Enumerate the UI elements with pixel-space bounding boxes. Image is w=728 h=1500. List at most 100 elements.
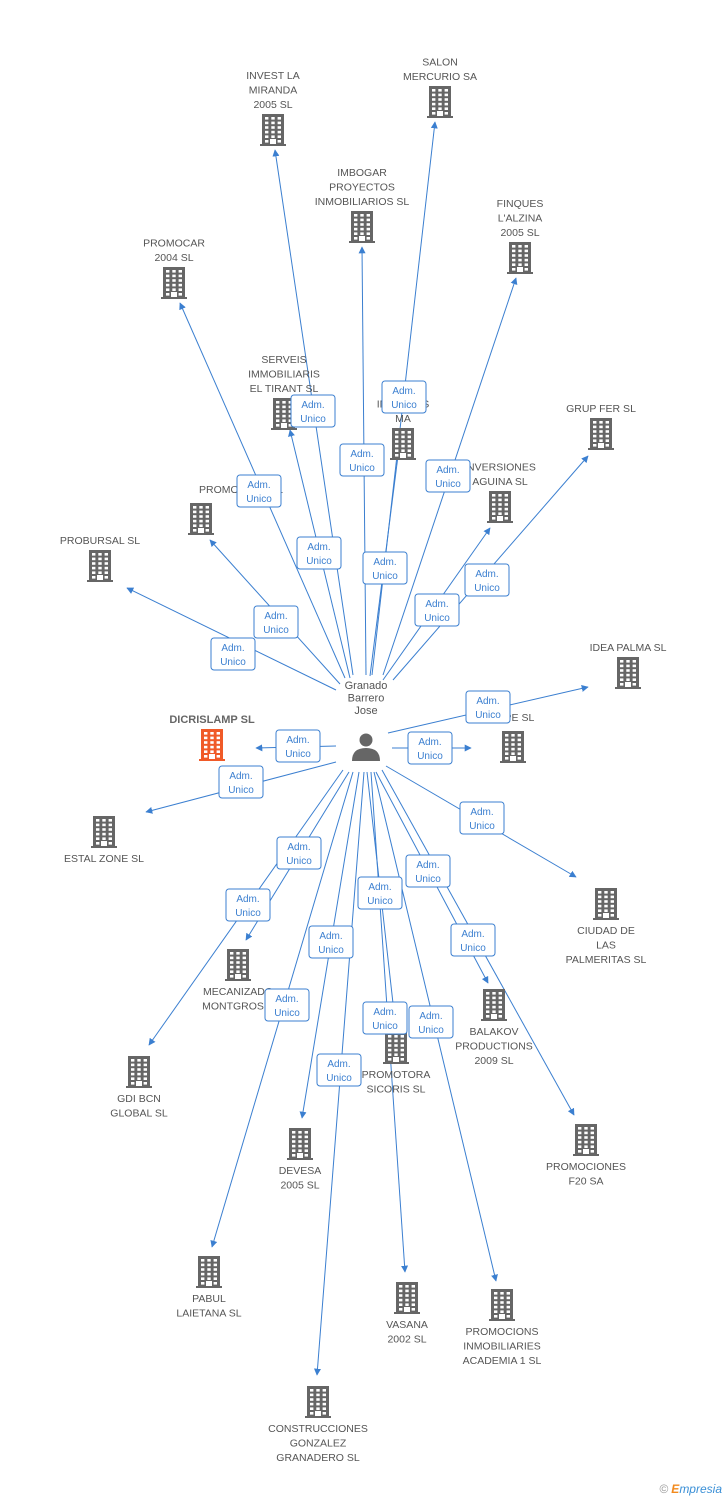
building-icon[interactable] <box>199 729 225 761</box>
role-badge-estal[interactable]: Adm.Unico <box>218 765 264 799</box>
badge-label: Unico <box>391 400 417 411</box>
role-badge-lepe[interactable]: Adm.Unico <box>407 731 453 765</box>
badge-label: Unico <box>475 710 501 721</box>
building-icon[interactable] <box>427 86 453 118</box>
badge-label: Unico <box>318 945 344 956</box>
building-icon[interactable] <box>225 949 251 981</box>
building-icon[interactable] <box>615 657 641 689</box>
role-badge-probursal[interactable]: Adm.Unico <box>210 637 256 671</box>
company-node-inversiones[interactable]: INVERSIONES AGUINA SL <box>464 462 536 524</box>
role-badge-vasana[interactable]: Adm.Unico <box>362 1001 408 1035</box>
building-icon[interactable] <box>349 211 375 243</box>
company-label-line: MECANIZADO <box>203 986 273 998</box>
role-badge-salon[interactable]: Adm. Unico <box>381 380 427 414</box>
person-icon[interactable] <box>352 733 380 762</box>
building-icon[interactable] <box>394 1282 420 1314</box>
building-icon[interactable] <box>573 1124 599 1156</box>
building-icon[interactable] <box>487 491 513 523</box>
badge-label: Adm. <box>264 611 287 622</box>
company-label-line: BALAKOV <box>469 1026 518 1038</box>
role-badge-serveis[interactable]: Adm.Unico <box>296 536 342 570</box>
company-label-line: LAIETANA SL <box>176 1308 241 1320</box>
badge-label: Unico <box>246 494 272 505</box>
role-badge-balakov[interactable]: Adm.Unico <box>450 923 496 957</box>
building-icon[interactable] <box>126 1056 152 1088</box>
building-icon[interactable] <box>188 503 214 535</box>
badge-label: Adm. <box>350 449 373 460</box>
building-icon[interactable] <box>271 398 297 430</box>
building-icon[interactable] <box>91 816 117 848</box>
role-badge-academia[interactable]: Adm.Unico <box>408 1005 454 1039</box>
role-badge-promobloc[interactable]: Adm.Unico <box>253 605 299 639</box>
company-node-grupfer[interactable]: GRUP FER SL <box>566 403 636 450</box>
badge-label: Unico <box>415 874 441 885</box>
role-badge-palmeritas[interactable]: Adm. Unico <box>459 801 505 835</box>
badge-label: Adm. <box>470 807 493 818</box>
role-badge-mecanizados[interactable]: Adm.Unico <box>225 888 271 922</box>
role-badge-invest[interactable]: Adm.Unico <box>290 394 336 428</box>
building-icon[interactable] <box>588 418 614 450</box>
role-badge-construcciones[interactable]: Adm.Unico <box>316 1053 362 1087</box>
building-icon[interactable] <box>383 1032 409 1064</box>
building-icon[interactable] <box>260 114 286 146</box>
badge-label: Unico <box>349 463 375 474</box>
company-label-line: IMBOGAR <box>337 167 387 179</box>
badge-label: Unico <box>469 821 495 832</box>
company-label-line: PALMERITAS SL <box>566 954 647 966</box>
role-badge-promotora[interactable]: Adm.Unico <box>357 876 403 910</box>
building-icon[interactable] <box>287 1128 313 1160</box>
role-badge-ideapalma[interactable]: Adm.Unico <box>465 690 511 724</box>
building-icon[interactable] <box>87 550 113 582</box>
company-node-probursal[interactable]: PROBURSAL SL <box>60 535 140 582</box>
building-icon[interactable] <box>481 989 507 1021</box>
building-icon[interactable] <box>593 888 619 920</box>
role-badge-finques[interactable]: Adm.Unico <box>425 459 471 493</box>
role-badge-instal[interactable]: Adm.Unico <box>362 551 408 585</box>
role-badge-devesa[interactable]: Adm.Unico <box>308 925 354 959</box>
badge-label: Adm. <box>392 386 415 397</box>
badge-label: Unico <box>367 896 393 907</box>
role-badge-dicrislamp[interactable]: Adm.Unico <box>275 729 321 763</box>
company-node-estal[interactable]: ESTAL ZONE SL <box>64 816 144 865</box>
building-icon[interactable] <box>489 1289 515 1321</box>
role-badge-inversiones[interactable]: Adm.Unico <box>414 593 460 627</box>
company-node-dicrislamp[interactable]: DICRISLAMP SL <box>169 714 255 761</box>
company-label-line: MERCURIO SA <box>403 71 477 83</box>
building-icon[interactable] <box>390 428 416 460</box>
building-icon[interactable] <box>507 242 533 274</box>
building-icon[interactable] <box>305 1386 331 1418</box>
company-label-line: MA <box>395 413 411 425</box>
badge-label: Adm. <box>221 643 244 654</box>
role-badge-gdi[interactable]: Adm.Unico <box>276 836 322 870</box>
role-badge-pabul[interactable]: Adm.Unico <box>264 988 310 1022</box>
role-badge-promociones[interactable]: Adm.Unico <box>405 854 451 888</box>
role-badge-promocar[interactable]: Adm.Unico <box>236 474 282 508</box>
company-label-line: INVEST LA <box>246 70 300 82</box>
building-icon[interactable] <box>196 1256 222 1288</box>
company-node-ideapalma[interactable]: IDEA PALMA SL <box>590 642 667 689</box>
role-badge-imbogar[interactable]: Adm. Unico <box>339 443 385 477</box>
company-label-line: 2005 SL <box>253 99 292 111</box>
building-icon[interactable] <box>161 267 187 299</box>
building-icon[interactable] <box>500 731 526 763</box>
role-badge-grupfer[interactable]: Adm.Unico <box>464 563 510 597</box>
